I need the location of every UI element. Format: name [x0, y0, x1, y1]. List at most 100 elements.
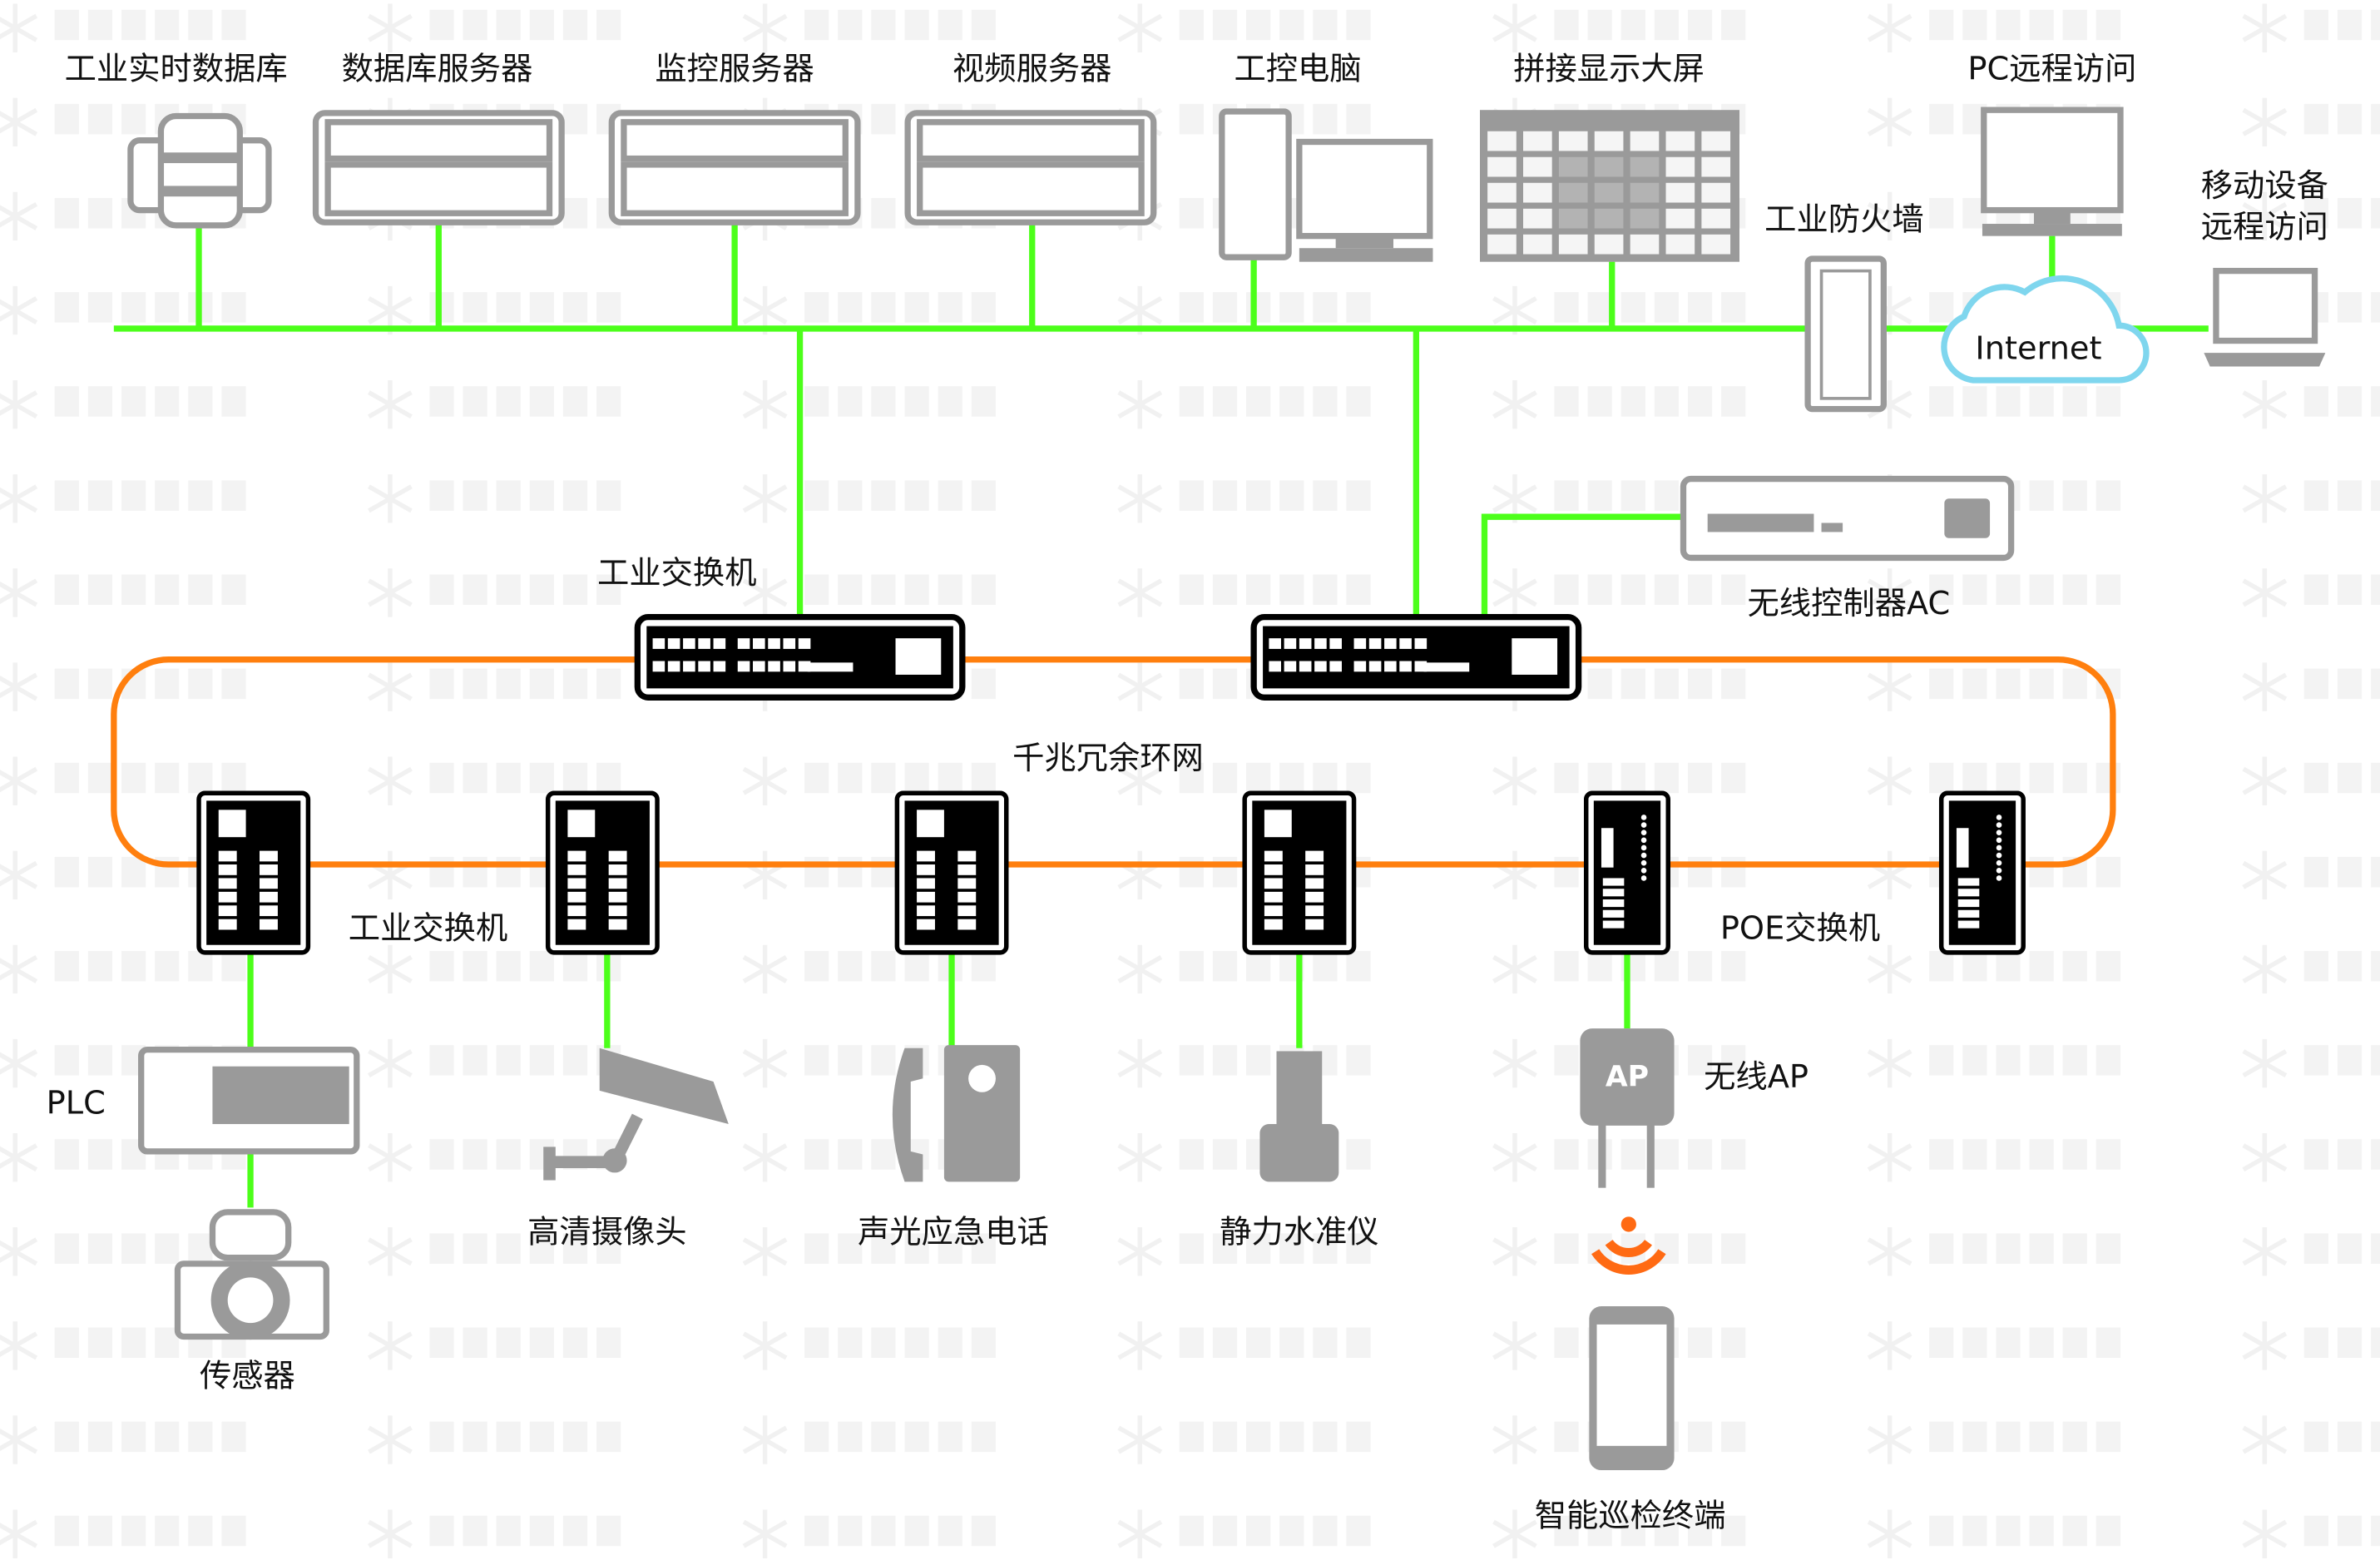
watermark-block [1246, 9, 1271, 41]
watermark-block [1996, 668, 2021, 700]
watermark-block [2337, 856, 2363, 888]
watermark-block [938, 9, 962, 41]
port [753, 661, 765, 672]
watermark-block [2062, 1139, 2087, 1170]
watermark-logo [1867, 1132, 2120, 1182]
watermark-star [1117, 474, 1163, 523]
led [1996, 837, 2002, 844]
watermark-block [54, 668, 79, 700]
internet-cloud-icon: Internet [1941, 275, 2150, 384]
watermark-block [429, 951, 454, 982]
watermark-block [2062, 574, 2087, 606]
watermark-block [871, 480, 896, 511]
watermark-block [562, 480, 588, 511]
watermark-block [496, 668, 521, 700]
watermark-block [1279, 292, 1304, 323]
watermark-block [838, 1515, 863, 1547]
port [1602, 920, 1625, 929]
watermark-block [2371, 198, 2380, 229]
watermark-block [2303, 1515, 2328, 1547]
port [1957, 878, 1980, 886]
port [1264, 905, 1283, 917]
watermark-star [368, 379, 413, 429]
watermark-block [904, 9, 929, 41]
watermark-block [1654, 480, 1680, 511]
watermark-block [2337, 103, 2363, 135]
watermark-block [1687, 668, 1713, 700]
watermark-block [1246, 1327, 1271, 1359]
watermark-star [1867, 191, 1912, 241]
watermark-block [2371, 668, 2380, 700]
watermark-block [155, 668, 180, 700]
port [1305, 864, 1324, 875]
watermark-block [529, 668, 554, 700]
watermark-block [1962, 1139, 1987, 1170]
watermark-block [1620, 574, 1645, 606]
watermark-block [1313, 9, 1338, 41]
led [1996, 875, 2002, 881]
watermark-block [871, 198, 896, 229]
watermark-block [429, 574, 454, 606]
watermark-star [1492, 1321, 1537, 1370]
watermark-block [496, 292, 521, 323]
watermark-block [562, 292, 588, 323]
watermark-star [1867, 1415, 1912, 1464]
watermark-block [1246, 1233, 1271, 1264]
watermark-block [2303, 856, 2328, 888]
watermark-block [463, 951, 487, 982]
watermark-block [121, 1233, 146, 1264]
watermark-block [87, 1327, 113, 1359]
watermark-block [1929, 574, 1954, 606]
watermark-block [871, 1327, 896, 1359]
port [608, 850, 627, 862]
watermark-block [429, 1515, 454, 1547]
watermark-logo [1492, 568, 1746, 617]
watermark-block [496, 386, 521, 417]
watermark-block [463, 1233, 487, 1264]
led [1640, 844, 1647, 851]
watermark-block [2371, 103, 2380, 135]
watermark-block [804, 574, 829, 606]
port [783, 638, 796, 649]
watermark-block [155, 386, 180, 417]
watermark-block [529, 762, 554, 794]
watermark-block [155, 292, 180, 323]
watermark-block [221, 762, 246, 794]
watermark-block [121, 9, 146, 41]
watermark-block [87, 9, 113, 41]
watermark-block [1962, 386, 1987, 417]
watermark-block [1721, 668, 1746, 700]
watermark-block [221, 951, 246, 982]
port [1368, 638, 1382, 649]
watermark-block [1179, 480, 1204, 511]
watermark-block [871, 951, 896, 982]
watermark-block [1179, 574, 1204, 606]
watermark-star [0, 97, 38, 146]
watermark-block [155, 762, 180, 794]
video-server-icon [904, 110, 1157, 225]
port [567, 905, 586, 917]
ethernet-bus [113, 224, 2209, 1208]
watermark-logo [1117, 379, 1371, 429]
watermark-block [2371, 9, 2380, 41]
watermark-block [2095, 856, 2120, 888]
label-terminal: 智能巡检终端 [1535, 1498, 1726, 1535]
watermark-star [2242, 1227, 2288, 1276]
watermark-block [838, 386, 863, 417]
watermark-block [496, 762, 521, 794]
watermark-block [2371, 1233, 2380, 1264]
watermark-block [871, 386, 896, 417]
watermark-star [1492, 3, 1537, 52]
watermark-block [971, 951, 996, 982]
watermark-star [2242, 379, 2288, 429]
watermark-block [1687, 1421, 1713, 1453]
watermark-block [596, 292, 621, 323]
internet-label: Internet [1975, 329, 2101, 367]
watermark-block [938, 1421, 962, 1453]
watermark-star [742, 3, 788, 52]
watermark-block [1929, 668, 1954, 700]
port [1314, 661, 1327, 672]
watermark-block [121, 574, 146, 606]
watermark-block [938, 1327, 962, 1359]
watermark-block [1179, 1421, 1204, 1453]
